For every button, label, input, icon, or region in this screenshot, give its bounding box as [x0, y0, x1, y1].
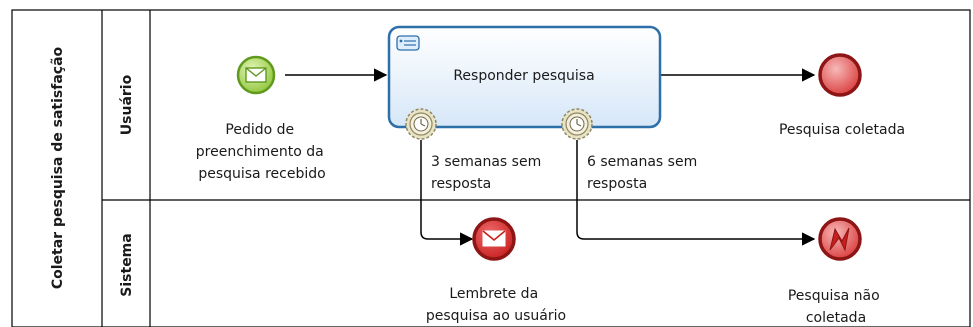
task-label: Responder pesquisa	[453, 68, 594, 84]
end-message-event-reminder[interactable]: Lembrete da pesquisa ao usuário	[426, 217, 566, 324]
boundary-timer-6-weeks[interactable]: 6 semanas sem resposta	[561, 108, 702, 192]
lane-label-usuario: Usuário	[119, 74, 135, 135]
flow-timer6-to-error[interactable]	[576, 140, 816, 246]
task-responder-pesquisa[interactable]: Responder pesquisa	[387, 25, 662, 129]
pool-label: Coletar pesquisa de satisfação	[50, 46, 66, 289]
flow-timer3-to-reminder[interactable]	[420, 140, 474, 246]
lane-label-sistema: Sistema	[119, 233, 135, 296]
lightning-icon	[829, 227, 850, 252]
clock-icon	[569, 116, 585, 132]
clock-icon	[413, 116, 429, 132]
start-event-label: Pedido de preenchimento da pesquisa rece…	[196, 122, 328, 182]
start-message-event[interactable]: Pedido de preenchimento da pesquisa rece…	[196, 55, 328, 182]
reminder-label: Lembrete da pesquisa ao usuário	[426, 286, 566, 324]
end-error-event-not-collected[interactable]: Pesquisa não coletada	[788, 217, 884, 326]
envelope-icon	[482, 230, 506, 247]
timer-3-label: 3 semanas sem resposta	[431, 154, 546, 192]
sequence-flows	[285, 68, 816, 246]
task-box[interactable]	[387, 25, 662, 129]
timer-6-label: 6 semanas sem resposta	[587, 154, 702, 192]
end-event-collected[interactable]: Pesquisa coletada	[779, 53, 905, 138]
envelope-icon	[245, 67, 267, 83]
boundary-timer-3-weeks[interactable]: 3 semanas sem resposta	[405, 108, 546, 192]
not-collected-label: Pesquisa não coletada	[788, 288, 884, 326]
end-event-circle[interactable]	[818, 53, 862, 97]
user-task-icon	[396, 35, 420, 51]
end-event-label: Pesquisa coletada	[779, 122, 905, 138]
